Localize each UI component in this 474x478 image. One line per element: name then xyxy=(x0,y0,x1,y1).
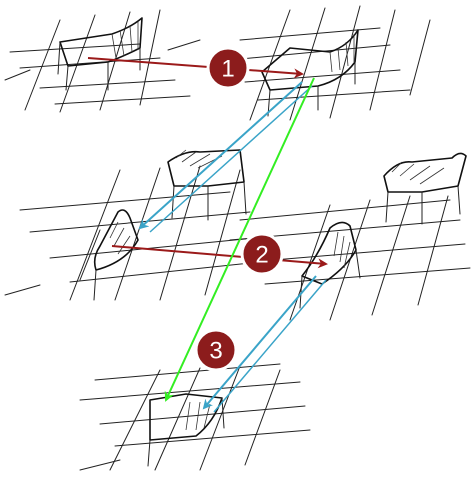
green-arrow xyxy=(164,77,315,402)
sheet-sketch-middle-left xyxy=(93,209,139,301)
badge-1: 1 xyxy=(206,46,250,90)
badge-3-circle xyxy=(194,328,238,372)
blue-arrow-2 xyxy=(202,275,317,410)
sheet-sketch-middle-right xyxy=(299,221,361,309)
grid-sketch-top-right xyxy=(229,5,431,121)
badge-1-label: 1 xyxy=(221,56,234,83)
grid-sketch-top-left xyxy=(4,9,201,113)
badge-2-circle xyxy=(240,232,284,276)
blue-arrow-1b xyxy=(149,85,313,233)
badge-2: 2 xyxy=(240,232,284,276)
badge-2-label: 2 xyxy=(255,242,268,269)
badge-1-circle xyxy=(206,46,250,90)
red-arrow-1 xyxy=(87,57,304,79)
box-sketch-middle-right xyxy=(383,152,467,225)
grid-sketch-bottom xyxy=(79,363,311,471)
blue-arrow-1 xyxy=(138,81,303,230)
box-sketch-middle-left xyxy=(167,149,247,221)
badge-3: 3 xyxy=(194,328,238,372)
blue-arrow-2b xyxy=(213,279,327,413)
sheet-sketch-top-left xyxy=(57,17,143,91)
badge-3-label: 3 xyxy=(209,338,222,365)
arrows xyxy=(87,57,328,413)
red-arrow-2 xyxy=(111,245,328,269)
sheet-sketch-bottom xyxy=(147,393,225,467)
